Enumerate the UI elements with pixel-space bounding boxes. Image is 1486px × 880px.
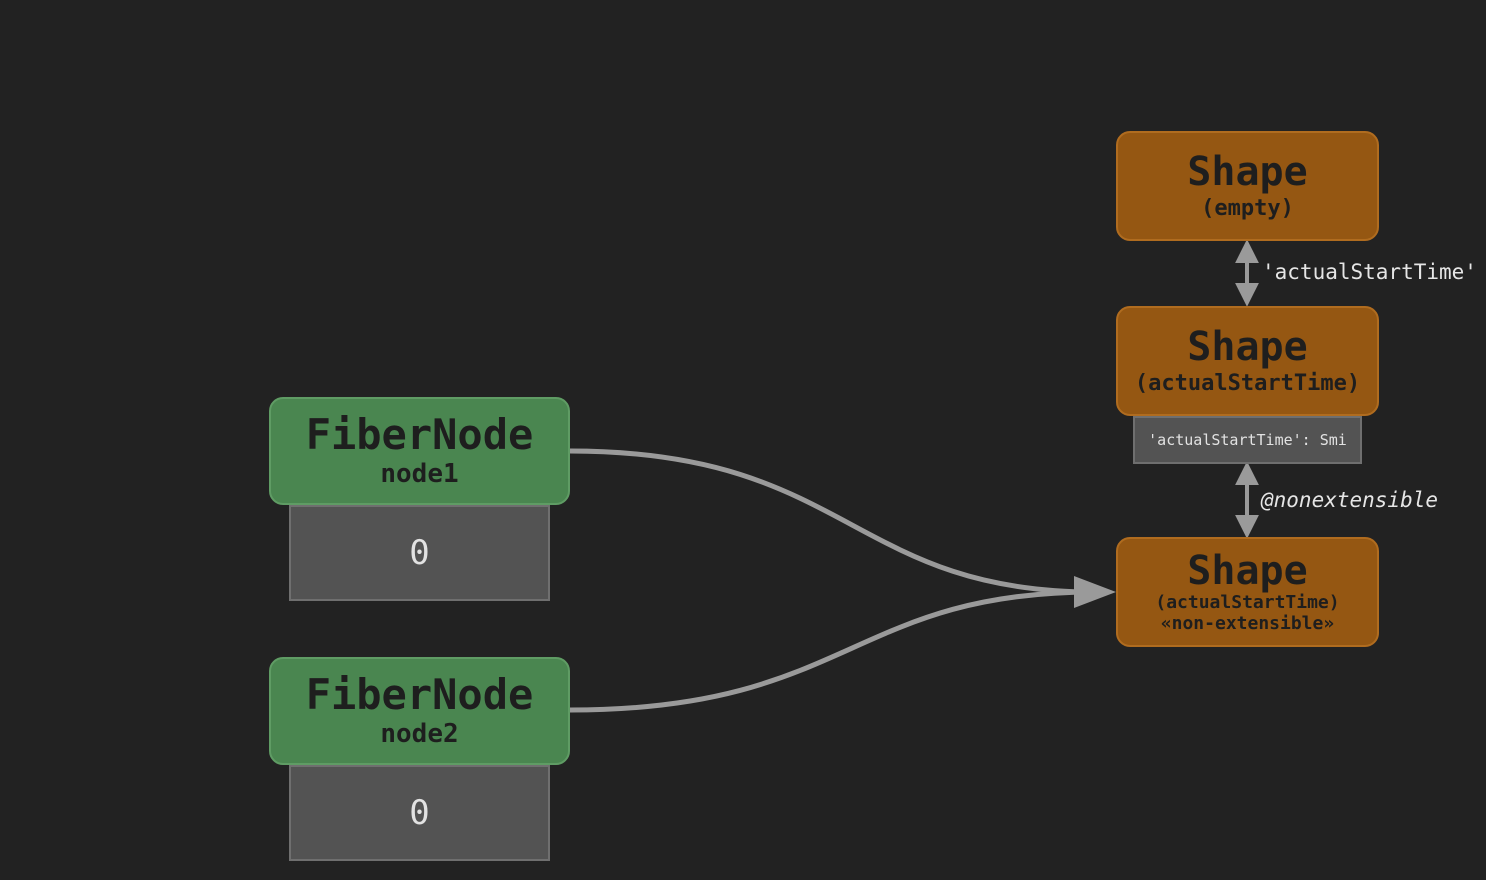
- node2-shape-edge: [569, 589, 1096, 713]
- shape-arrowhead: [1074, 576, 1116, 608]
- node1-shape-edge: [569, 448, 1096, 595]
- fiber-node-2-field: 0: [289, 765, 550, 861]
- shape-subtitle-2: «non-extensible»: [1160, 613, 1335, 634]
- shape-title: Shape: [1187, 324, 1308, 371]
- shape-title: Shape: [1187, 548, 1308, 595]
- fiber-node-1-field: 0: [289, 505, 550, 601]
- nonextensible-edge-label: @nonextensible: [1261, 488, 1439, 512]
- shape-actual-start-time: Shape (actualStartTime): [1116, 306, 1379, 416]
- fiber-node-title: FiberNode: [305, 670, 534, 720]
- shape-subtitle: (actualStartTime): [1134, 371, 1361, 397]
- shape-subtitle: (actualStartTime): [1155, 592, 1340, 614]
- fiber-node-2: FiberNode node2: [269, 657, 570, 765]
- shape-descriptor-field: 'actualStartTime': Smi: [1133, 416, 1362, 464]
- fiber-node-1: FiberNode node1: [269, 397, 570, 505]
- shape-title: Shape: [1187, 149, 1308, 196]
- shape-empty: Shape (empty): [1116, 131, 1379, 241]
- transition-edge-label: 'actualStartTime': [1262, 260, 1477, 284]
- fiber-node-name: node1: [380, 459, 459, 490]
- shape-non-extensible: Shape (actualStartTime) «non-extensible»: [1116, 537, 1379, 647]
- shape-subtitle: (empty): [1201, 196, 1294, 222]
- fiber-node-title: FiberNode: [305, 410, 534, 460]
- fiber-node-name: node2: [380, 719, 459, 750]
